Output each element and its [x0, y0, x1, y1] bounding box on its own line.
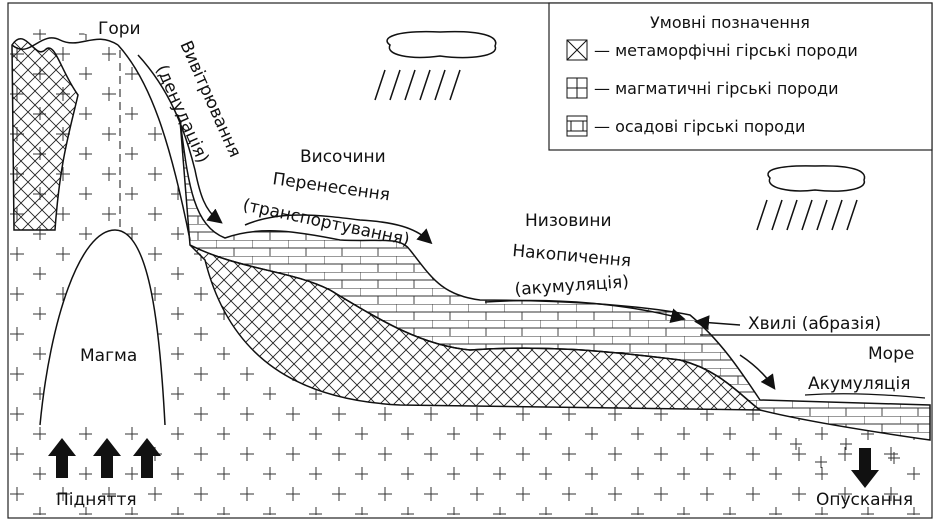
mountain-top — [11, 37, 119, 51]
legend-igneous-icon — [566, 77, 588, 99]
legend: Умовні позначення — метаморфічні гірські… — [548, 2, 933, 151]
label-mountains: Гори — [98, 19, 141, 39]
mountain-slope — [117, 44, 191, 241]
sea-current-line — [804, 393, 926, 399]
legend-metamorphic-label: — метаморфічні гірські породи — [594, 41, 858, 60]
legend-sedimentary-label: — осадові гірські породи — [594, 117, 805, 136]
magma-chamber — [39, 229, 166, 426]
label-magma: Магма — [80, 346, 137, 366]
waves-arrow — [694, 315, 741, 331]
transport-arrow — [244, 214, 433, 245]
label-waves: Хвилі (абразія) — [748, 314, 881, 334]
label-sea: Море — [868, 344, 914, 364]
legend-title: Умовні позначення — [650, 13, 810, 32]
sedimentary-layer — [179, 119, 931, 441]
label-uplift: Підняття — [56, 490, 137, 510]
igneous-rock-area — [10, 28, 930, 516]
label-uplands: Височини — [300, 147, 386, 167]
legend-igneous-label: — магматичні гірські породи — [594, 79, 839, 98]
label-sea-accumulation: Акумуляція — [808, 374, 910, 394]
subsidence-arrow-icon — [851, 448, 879, 488]
sea-floor-igneous-marks — [790, 438, 900, 468]
rain-cloud-icon — [756, 165, 866, 231]
legend-metamorphic-icon — [566, 39, 588, 61]
label-lowlands: Низовини — [525, 211, 612, 231]
rain-cloud-icon — [374, 30, 497, 101]
uplift-arrows-icon — [48, 438, 161, 478]
accumulation-arrow — [484, 299, 686, 323]
weathering-arrow — [137, 54, 223, 224]
label-subsidence: Опускання — [816, 490, 913, 510]
sea-accumulation-arrow — [739, 354, 776, 390]
legend-sedimentary-icon — [566, 115, 588, 137]
